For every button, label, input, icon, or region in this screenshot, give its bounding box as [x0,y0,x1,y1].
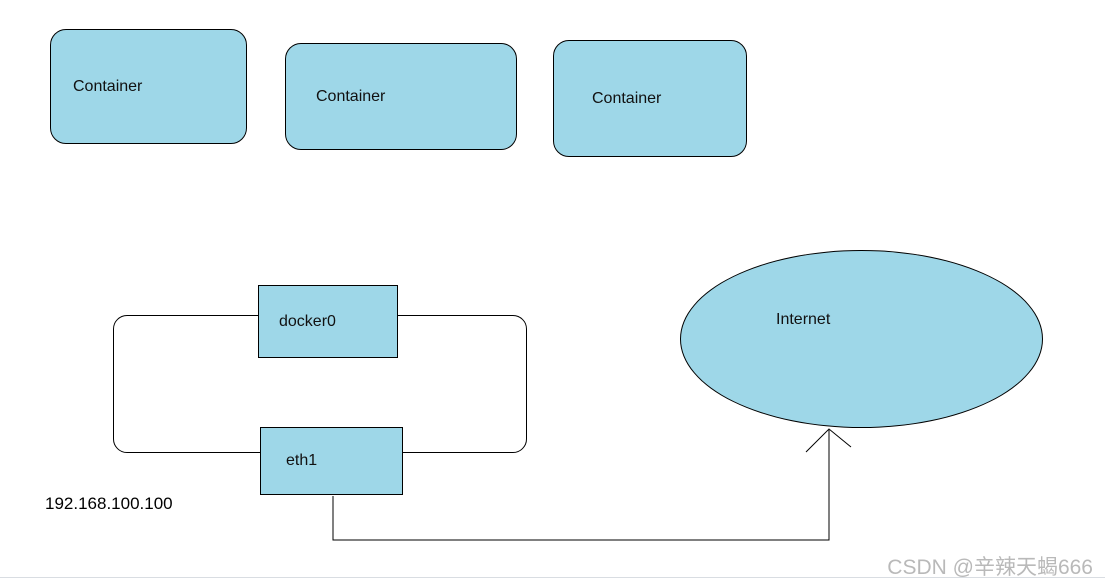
eth1-interface-node: eth1 [260,427,403,495]
container-node-1-label: Container [73,77,143,95]
container-node-3: Container [553,40,747,157]
watermark-text: CSDN @辛辣天蝎666 [887,556,1093,579]
docker0-bridge-node: docker0 [258,285,398,358]
host-ip-label: 192.168.100.100 [45,494,173,513]
arrowhead-icon [805,428,852,453]
container-node-1: Container [50,29,247,144]
container-node-2: Container [285,43,517,150]
container-node-2-label: Container [316,87,386,105]
internet-ellipse: Internet [680,250,1043,428]
docker0-label: docker0 [279,312,336,330]
footer-divider [0,577,1105,578]
eth1-label: eth1 [286,452,318,469]
internet-label: Internet [776,311,831,328]
container-node-3-label: Container [592,89,662,107]
connector-path [332,430,830,541]
